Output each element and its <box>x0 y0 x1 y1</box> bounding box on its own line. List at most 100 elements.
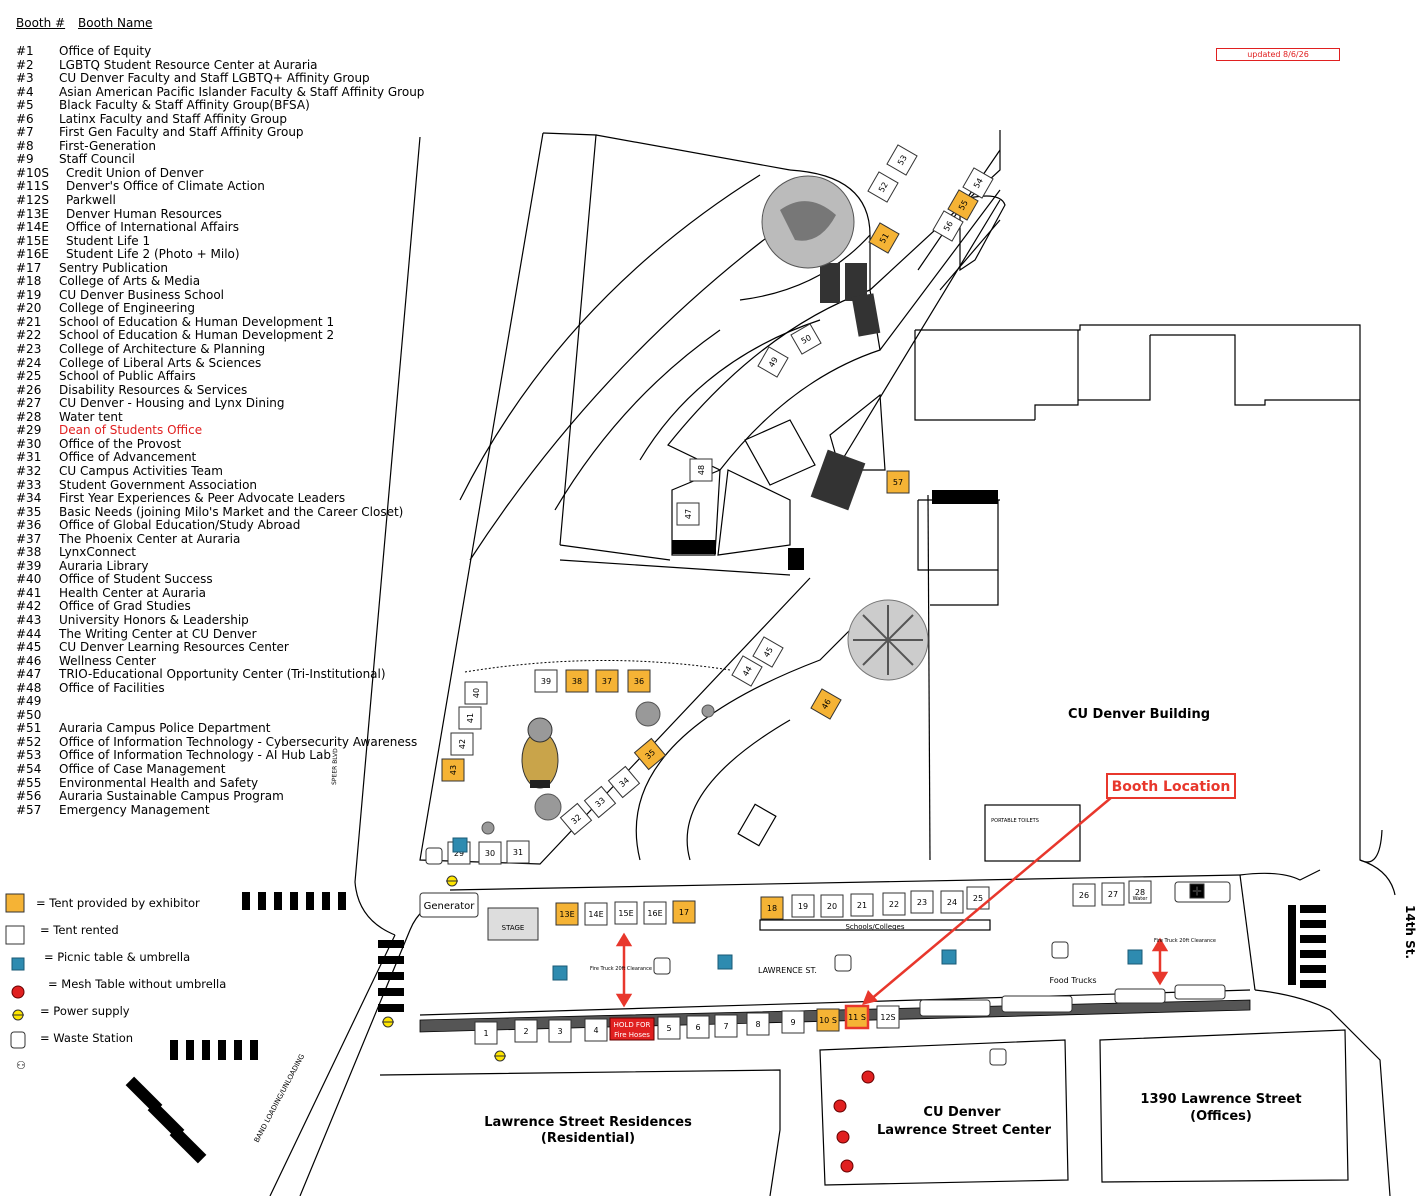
booth-number: #5 <box>16 98 34 113</box>
booth-number: #11S <box>16 179 49 194</box>
tent-box <box>689 458 713 482</box>
tent-label: 48 <box>697 465 706 475</box>
booth-number: #6 <box>16 111 34 126</box>
fourteenth-street-label: 14th St. <box>1403 905 1417 959</box>
key-exhibitor-label: = Tent provided by exhibitor <box>36 896 200 910</box>
booth-name: Environmental Health and Safety <box>59 775 259 790</box>
tent-label: 42 <box>458 739 467 749</box>
tent-16e: 16E <box>643 901 667 925</box>
booth-number: #25 <box>16 369 42 384</box>
tent-14e: 14E <box>584 902 608 926</box>
tent-20: 20 <box>820 894 844 918</box>
food-truck <box>1174 984 1226 1000</box>
booth-name: CU Denver Faculty and Staff LGBTQ+ Affin… <box>59 71 370 86</box>
tent-label: 53 <box>896 154 909 167</box>
booth-number: #31 <box>16 450 42 465</box>
tent-label: 16E <box>647 909 662 918</box>
tent-27: 27 <box>1101 882 1125 906</box>
tent-box <box>514 1019 538 1043</box>
tent-label: 18 <box>767 904 777 913</box>
tent-label: 49 <box>767 356 780 369</box>
tent-box <box>876 1005 900 1029</box>
waste-station-icon <box>1051 941 1069 959</box>
booth-number: #2 <box>16 57 34 72</box>
booth-number: #18 <box>16 274 42 289</box>
booth-name: Office of Information Technology - Cyber… <box>59 734 418 749</box>
booth-name: Office of Student Success <box>59 572 213 587</box>
tent-box <box>868 222 900 254</box>
booth-number: #22 <box>16 328 42 343</box>
lawrence-center-sub: Lawrence Street Center <box>877 1123 1052 1138</box>
booth-name: Office of the Provost <box>59 436 182 451</box>
tent-label: 37 <box>602 677 612 686</box>
booth-number: #1 <box>16 44 34 58</box>
tent-box <box>643 901 667 925</box>
booth-number: #43 <box>16 612 42 627</box>
band-loading-label: BAND LOADING/UNLOADING <box>253 1053 307 1144</box>
tent-label: 26 <box>1079 891 1089 900</box>
stage-label: STAGE <box>502 924 525 932</box>
tent-label: 23 <box>917 898 927 907</box>
tent-label: 8 <box>755 1020 760 1029</box>
booth-number-header: Booth # <box>16 16 66 30</box>
picnic-symbol <box>11 957 25 971</box>
tent-52: 52 <box>867 171 899 203</box>
picnic-table <box>941 949 957 965</box>
tent-box <box>850 893 874 917</box>
tent-label: 12S <box>880 1013 895 1022</box>
tent-label: 25 <box>973 894 983 903</box>
booth-name: Office of Equity <box>59 44 152 58</box>
tent-label: 30 <box>485 849 495 858</box>
tent-label: 3 <box>557 1027 562 1036</box>
tent-41: 41 <box>458 706 482 730</box>
mascot-icon <box>521 717 559 789</box>
booth-number: #50 <box>16 707 42 722</box>
booth-number: #41 <box>16 585 42 600</box>
booth-number: #44 <box>16 626 42 641</box>
booth-name: LGBTQ Student Resource Center at Auraria <box>59 57 318 72</box>
tent-label: 4 <box>593 1026 598 1035</box>
booth-name: Asian American Pacific Islander Faculty … <box>59 84 425 99</box>
lawrence-st-label: LAWRENCE ST. <box>758 966 817 975</box>
tent-box <box>816 1008 840 1032</box>
tent-box <box>676 502 700 526</box>
tent-box <box>910 890 934 914</box>
tent-label: 13E <box>559 910 574 919</box>
tent-box <box>607 765 641 799</box>
booth-name: CU Denver - Housing and Lynx Dining <box>59 396 285 411</box>
tent-40: 40 <box>464 681 488 705</box>
tent-box <box>441 758 465 782</box>
mesh-table-icon <box>833 1099 847 1113</box>
tent-label: 46 <box>820 698 833 711</box>
tent-box <box>474 1021 498 1045</box>
booth-name: Student Life 2 (Photo + Milo) <box>66 247 240 262</box>
tent-label: 2 <box>523 1027 528 1036</box>
lawrence-residences-label: Lawrence Street Residences <box>484 1115 692 1130</box>
map-key-symbols: ⚇ <box>5 893 26 1072</box>
fire-truck-clearance-label: Fire Truck 20ft Clearance <box>1154 938 1216 944</box>
booth-number: #28 <box>16 409 42 424</box>
tent-label: 38 <box>572 677 582 686</box>
tent-label: 55 <box>957 199 970 212</box>
tent-box <box>672 900 696 924</box>
booth-number: #55 <box>16 775 42 790</box>
booth-location-arrow <box>862 796 1113 1005</box>
tent-42: 42 <box>450 732 474 756</box>
key-rented-label: = Tent rented <box>40 923 119 937</box>
tent-1: 1 <box>474 1021 498 1045</box>
tent-box <box>947 189 979 221</box>
crosswalks <box>125 263 1326 1164</box>
mesh-table-icon <box>836 1130 850 1144</box>
tent-box <box>506 840 530 864</box>
tent-box <box>932 210 964 242</box>
mesh-tables <box>833 1070 875 1173</box>
booth-number: #26 <box>16 382 42 397</box>
tent-13e: 13E <box>555 902 579 926</box>
tent-box <box>867 171 899 203</box>
food-truck <box>1001 995 1073 1013</box>
tent-box <box>464 681 488 705</box>
booth-location-label: Booth Location <box>1112 779 1231 795</box>
tent-box <box>962 167 994 199</box>
waste-stations <box>425 847 1069 1066</box>
tent-box <box>752 636 784 668</box>
